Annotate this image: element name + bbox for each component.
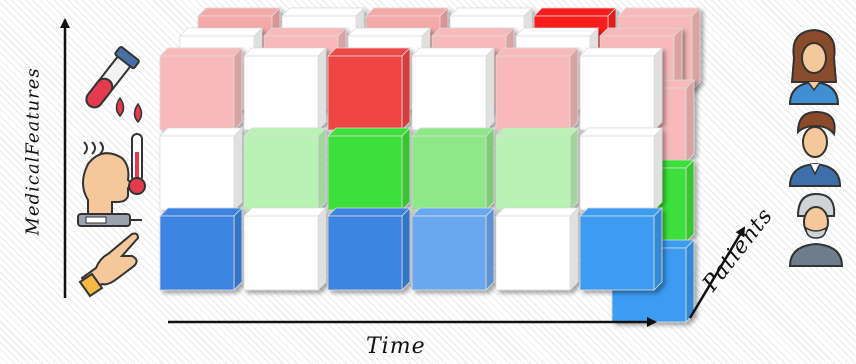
female-patient-icon	[788, 28, 840, 105]
cube-front-r1-c2	[327, 127, 411, 211]
cube-front-r1-c3	[411, 127, 495, 211]
cube-front-r2-c4	[495, 207, 579, 291]
cube-front-r2-c0	[159, 207, 243, 291]
cube-front-r0-c3	[411, 47, 495, 131]
cube-layer-front	[159, 47, 663, 291]
cube-front-r2-c5	[579, 207, 663, 291]
cube-front-r2-c2	[327, 207, 411, 291]
male-patient-icon	[788, 110, 842, 187]
blood-test-icon	[85, 46, 143, 124]
fever-thermometer-icon	[82, 133, 146, 217]
cube-front-r1-c1	[243, 127, 327, 211]
cube-front-r0-c0	[159, 47, 243, 131]
cube-front-r2-c3	[411, 207, 495, 291]
elderly-patient-icon	[788, 192, 844, 267]
cube-front-r1-c5	[579, 127, 663, 211]
vertical-axis-label: MedicalFeatures	[22, 67, 44, 236]
injection-icon	[77, 213, 142, 298]
depth-axis-arrow	[688, 226, 746, 319]
cube-front-r0-c4	[495, 47, 579, 131]
cube-front-r0-c1	[243, 47, 327, 131]
cube-front-r2-c1	[243, 207, 327, 291]
horizontal-axis-label: Time	[366, 334, 426, 359]
cube-front-r1-c0	[159, 127, 243, 211]
cube-front-r1-c4	[495, 127, 579, 211]
cube-front-r0-c2	[327, 47, 411, 131]
cube-front-r0-c5	[579, 47, 663, 131]
